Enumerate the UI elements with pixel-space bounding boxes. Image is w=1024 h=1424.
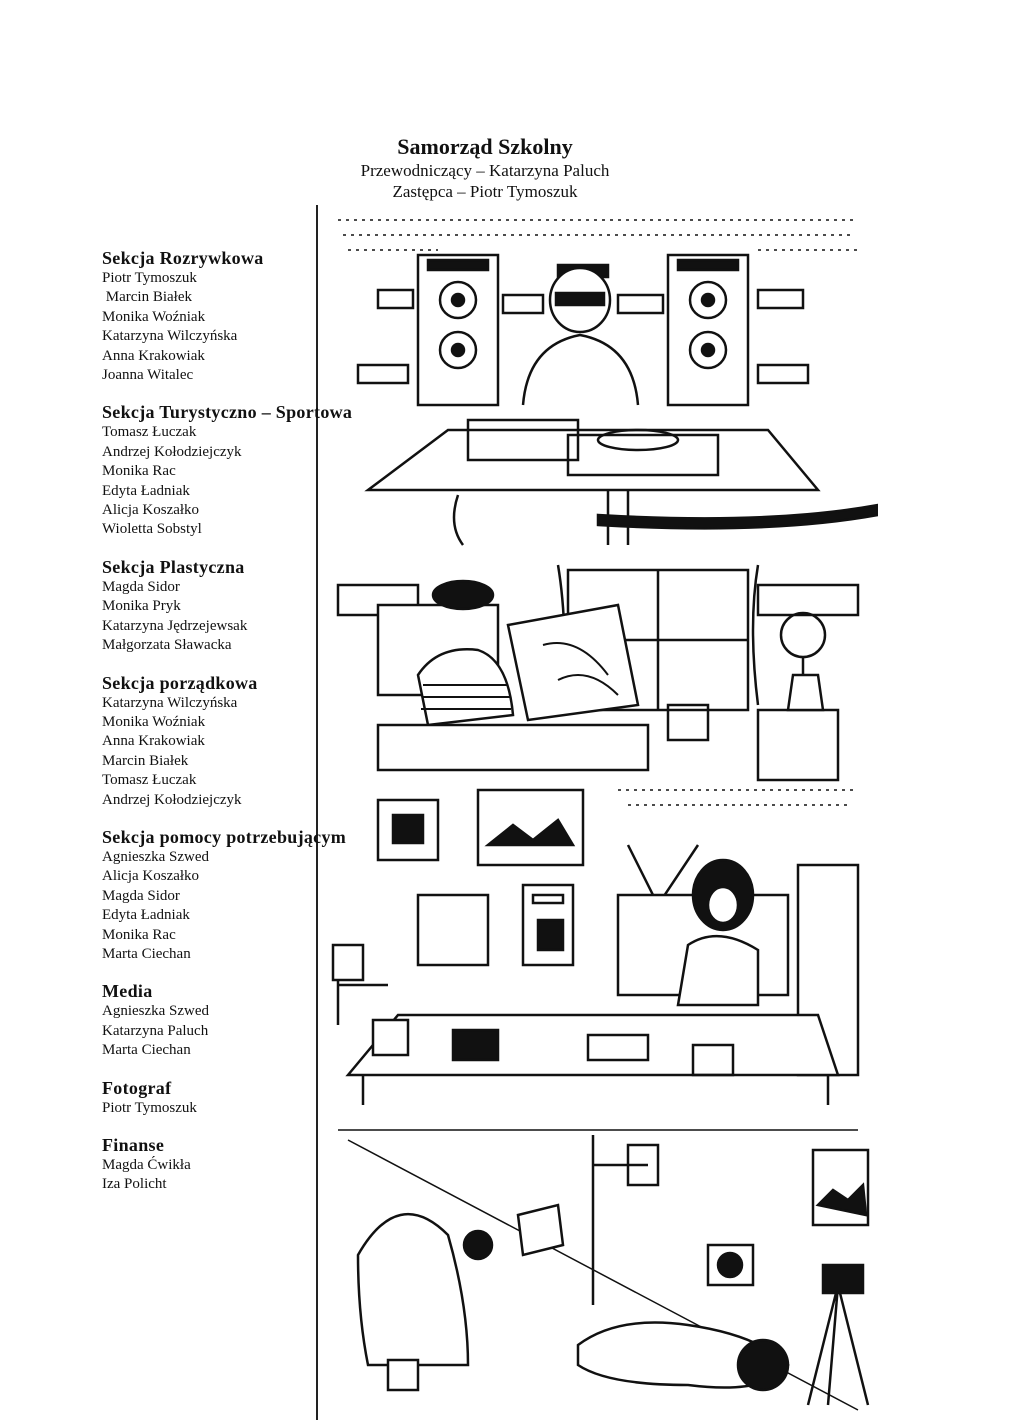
section-heading: Sekcja porządkowa: [102, 672, 258, 693]
column-divider: [316, 205, 318, 1420]
member: Agnieszka Szwed: [102, 1003, 210, 1020]
member: Monika Woźniak: [102, 713, 206, 730]
member: Marta Ciechan: [102, 1042, 191, 1059]
member: Magda Sidor: [102, 578, 180, 595]
member: Magda Ćwikła: [102, 1157, 191, 1173]
member: Tomasz Łuczak: [102, 424, 197, 441]
member: Tomasz Łuczak: [102, 772, 197, 789]
member: Marta Ciechan: [102, 945, 191, 962]
member: Edyta Ładniak: [102, 482, 190, 499]
deputy-line: Zastępca – Piotr Tymoszuk: [392, 182, 578, 201]
painter-icon: [336, 564, 860, 782]
member: Joanna Witalec: [102, 367, 194, 384]
section-porzadkowa: Sekcja porządkowa Katarzyna Wilczyńska M…: [102, 673, 402, 810]
member: Katarzyna Paluch: [102, 1022, 209, 1039]
section-media: Media Agnieszka Szwed Katarzyna Paluch M…: [102, 981, 402, 1060]
section-fotograf: Fotograf Piotr Tymoszuk: [102, 1078, 402, 1118]
member: Małgorzata Sławacka: [102, 637, 232, 654]
section-heading: Fotograf: [102, 1077, 172, 1098]
member: Magda Sidor: [102, 887, 180, 904]
dj-booth-icon: [338, 219, 878, 546]
member: Agnieszka Szwed: [102, 848, 210, 865]
section-heading: Sekcja Rozrywkowa: [102, 248, 264, 268]
page-title: Samorząd Szkolny: [397, 134, 573, 159]
member: Edyta Ładniak: [102, 907, 190, 924]
section-heading: Sekcja Plastyczna: [102, 556, 245, 577]
member: Anna Krakowiak: [102, 733, 205, 750]
member: Anna Krakowiak: [102, 347, 205, 364]
section-heading: Media: [102, 981, 153, 1002]
section-finanse: Finanse Magda Ćwikła Iza Policht: [102, 1135, 402, 1195]
section-heading: Finanse: [102, 1135, 165, 1155]
section-heading: Sekcja pomocy potrzebującym: [102, 826, 347, 847]
office-desk-icon: [331, 788, 860, 1105]
member: Monika Pryk: [102, 598, 181, 615]
section-turystyczno-sportowa: Sekcja Turystyczno – Sportowa Tomasz Łuc…: [102, 402, 402, 539]
member: Andrzej Kołodziejczyk: [102, 443, 242, 460]
section-pomocy-potrzebujacym: Sekcja pomocy potrzebującym Agnieszka Sz…: [102, 827, 402, 964]
member: Marcin Białek: [102, 752, 189, 769]
member: Piotr Tymoszuk: [102, 1099, 197, 1116]
section-list: Sekcja Rozrywkowa Piotr Tymoszuk Marcin …: [102, 248, 402, 1212]
section-plastyczna: Sekcja Plastyczna Magda Sidor Monika Pry…: [102, 557, 402, 656]
member: Iza Policht: [102, 1176, 167, 1193]
section-rozrywkowa: Sekcja Rozrywkowa Piotr Tymoszuk Marcin …: [102, 248, 402, 385]
member: Monika Rac: [102, 463, 176, 480]
member: Piotr Tymoszuk: [102, 270, 197, 286]
header: Samorząd Szkolny Przewodniczący – Katarz…: [300, 134, 670, 202]
member: Katarzyna Wilczyńska: [102, 328, 238, 345]
section-heading: Sekcja Turystyczno – Sportowa: [102, 402, 353, 423]
member: Katarzyna Jędrzejewsak: [102, 617, 248, 634]
member: Marcin Białek: [102, 289, 192, 306]
member: Alicja Koszałko: [102, 868, 200, 885]
president-line: Przewodniczący – Katarzyna Paluch: [360, 161, 610, 180]
member: Andrzej Kołodziejczyk: [102, 791, 242, 808]
member: Katarzyna Wilczyńska: [102, 694, 238, 711]
member: Monika Rac: [102, 926, 176, 943]
photographer-icon: [338, 1129, 870, 1411]
member: Alicja Koszałko: [102, 502, 200, 519]
member: Monika Woźniak: [102, 308, 206, 325]
member: Wioletta Sobstyl: [102, 521, 202, 538]
illustration: [331, 219, 878, 1411]
